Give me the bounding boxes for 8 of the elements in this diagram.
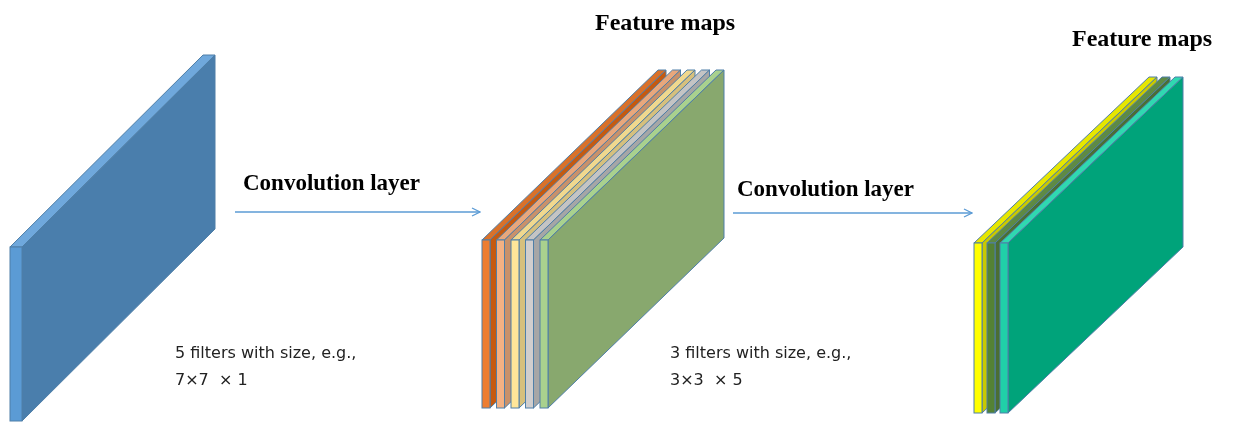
filter-count-text: 5 filters with size, e.g., <box>175 345 357 361</box>
edge-label: Convolution layer <box>737 177 914 200</box>
edge-label: Convolution layer <box>243 171 420 194</box>
arrow <box>234 207 481 217</box>
stack-heading: Feature maps <box>595 10 736 34</box>
stack-heading: Feature maps <box>1072 26 1213 50</box>
filter-size-text: 3×3 × 5 <box>670 372 743 388</box>
arrow <box>732 208 973 218</box>
